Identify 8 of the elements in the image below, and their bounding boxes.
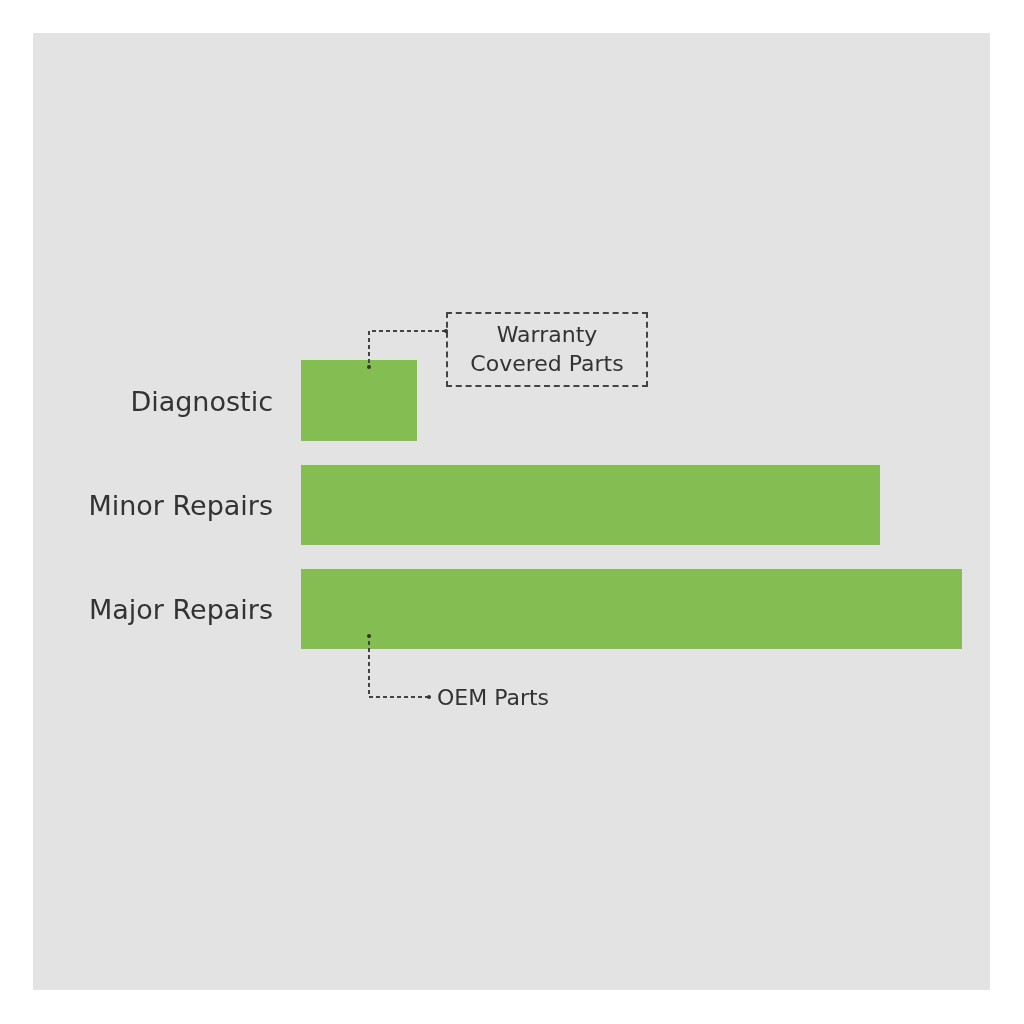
category-label: Minor Repairs bbox=[88, 489, 273, 521]
category-label: Major Repairs bbox=[88, 593, 273, 625]
annotation-text: OEM Parts bbox=[437, 682, 587, 712]
leader-line bbox=[367, 634, 431, 699]
leader-line bbox=[367, 329, 448, 369]
callout-text: Warranty Covered Parts bbox=[469, 320, 625, 378]
category-label: Diagnostic bbox=[130, 385, 273, 416]
callout-box bbox=[446, 312, 648, 387]
